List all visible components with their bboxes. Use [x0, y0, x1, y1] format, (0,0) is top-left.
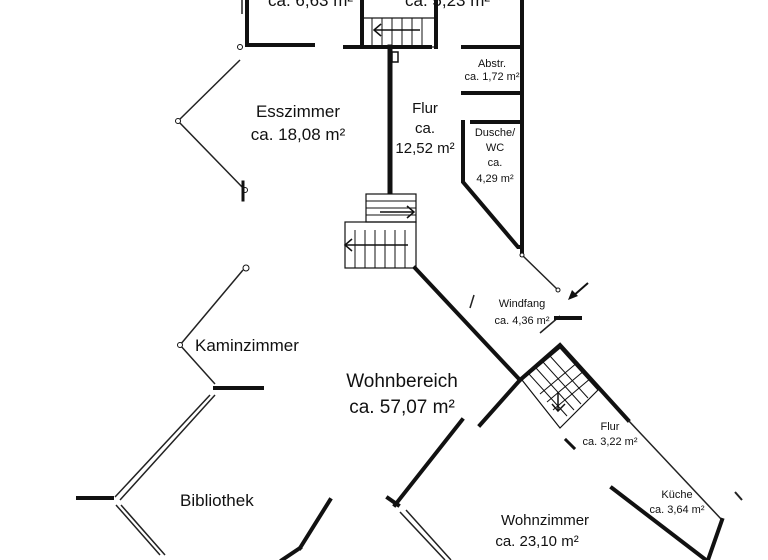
wall [609, 485, 709, 560]
wall [469, 294, 475, 309]
flur-upper-name: Flur [412, 100, 438, 117]
wall [477, 377, 523, 428]
dusche-area: 4,29 m² [476, 173, 514, 185]
wohnbereich-name: Wohnbereich [346, 371, 458, 392]
flur-lower-area: ca. 3,22 m² [582, 436, 637, 448]
wall [521, 254, 559, 291]
wall [405, 509, 452, 560]
wall-joint [237, 44, 243, 50]
wall [177, 59, 241, 122]
wall [179, 344, 216, 385]
wall [119, 394, 216, 501]
wall [517, 342, 631, 423]
wohnzimmer-name: Wohnzimmer [501, 512, 589, 529]
dusche-line2: WC [486, 142, 504, 154]
room-area-top-left: ca. 6,63 m² [268, 0, 353, 10]
abstr-name: Abstr. [478, 58, 506, 70]
stairs-middle [343, 193, 417, 269]
wall [461, 120, 524, 249]
wall-joint [177, 342, 183, 348]
dusche-line3: ca. [488, 157, 503, 169]
wall [392, 417, 465, 508]
wall [114, 394, 211, 498]
esszimmer-name: Esszimmer [256, 102, 340, 121]
flur-upper-line2: ca. [415, 120, 435, 137]
kueche-area: ca. 3,64 m² [649, 504, 704, 516]
room-labels: ca. 6,63 m² ca. 5,23 m² Esszimmer ca. 18… [180, 0, 705, 550]
wall [627, 419, 723, 521]
wall-joint [555, 287, 561, 293]
wall [115, 504, 161, 556]
wall [563, 437, 577, 451]
wall [399, 511, 446, 560]
wall [179, 269, 244, 346]
flur-lower-name: Flur [601, 421, 620, 433]
flur-upper-area: 12,52 m² [395, 140, 454, 157]
windfang-name: Windfang [499, 298, 545, 310]
wall-joint [242, 264, 250, 272]
stairs-lower [521, 347, 599, 429]
wall [297, 497, 333, 551]
wall [705, 517, 725, 560]
wohnzimmer-area: ca. 23,10 m² [495, 533, 578, 550]
wall [734, 491, 743, 501]
wall [279, 545, 303, 560]
wall [412, 265, 523, 383]
esszimmer-area: ca. 18,08 m² [251, 125, 346, 144]
walls [76, 0, 743, 560]
wall-joint [519, 252, 525, 258]
bibliothek-name: Bibliothek [180, 491, 254, 510]
entrance-arrow-icon [568, 282, 589, 300]
wall [177, 120, 246, 191]
chimney [391, 51, 399, 63]
stairs-top [361, 17, 437, 48]
windfang-area: ca. 4,36 m² [494, 315, 549, 327]
wall [385, 495, 401, 508]
wall-joint [175, 118, 181, 124]
room-area-top-right: ca. 5,23 m² [405, 0, 490, 10]
dusche-line1: Dusche/ [475, 127, 516, 139]
abstr-area: ca. 1,72 m² [464, 71, 519, 83]
kaminzimmer-name: Kaminzimmer [195, 336, 299, 355]
wohnbereich-area: ca. 57,07 m² [349, 397, 455, 418]
kueche-name: Küche [661, 489, 692, 501]
wall [120, 504, 166, 556]
